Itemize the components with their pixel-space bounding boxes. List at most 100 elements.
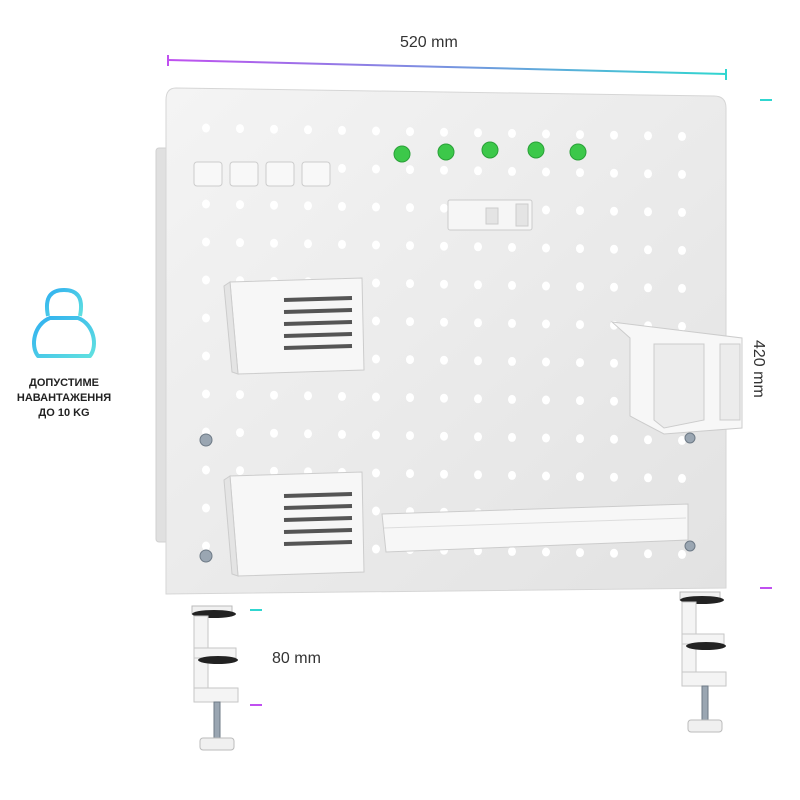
peg-hole — [644, 473, 652, 483]
peg-hole — [644, 131, 652, 141]
peg-hole — [202, 123, 210, 133]
peg-hole — [474, 128, 482, 138]
peg-hole — [202, 389, 210, 399]
peg-hole — [406, 317, 414, 327]
peg-hole — [270, 124, 278, 134]
cup-holder — [610, 321, 743, 435]
peg-hole — [576, 130, 584, 140]
load-capacity-line2: НАВАНТАЖЕННЯ — [16, 392, 112, 404]
peg-hole — [372, 240, 380, 250]
kettlebell-icon — [32, 288, 96, 358]
peg-hole — [406, 469, 414, 479]
peg-hole — [542, 205, 550, 215]
peg-hole — [576, 206, 584, 216]
peg-hole — [440, 241, 448, 251]
peg-hole — [474, 166, 482, 176]
load-capacity-line3: ДО 10 KG — [38, 407, 90, 419]
green-hooks — [393, 141, 587, 163]
peg-hole — [576, 472, 584, 482]
peg-hole — [372, 544, 380, 554]
peg-hole — [440, 469, 448, 479]
peg-hole — [678, 321, 686, 331]
peg-hole — [644, 549, 652, 559]
peg-hole — [576, 282, 584, 292]
peg-hole — [236, 428, 244, 438]
peg-hole — [542, 319, 550, 329]
left-clamp — [191, 605, 239, 751]
peg-hole — [372, 316, 380, 326]
peg-hole — [202, 199, 210, 209]
peg-hole — [406, 279, 414, 289]
peg-hole — [474, 242, 482, 252]
peg-hole — [440, 393, 448, 403]
peg-hole — [542, 547, 550, 557]
peg-hole — [338, 163, 346, 173]
depth-dimension-line — [250, 609, 262, 706]
peg-hole — [270, 200, 278, 210]
peg-hole — [372, 430, 380, 440]
load-capacity-line1: ДОПУСТИМЕ — [29, 377, 99, 389]
peg-hole — [236, 390, 244, 400]
peg-hole — [270, 390, 278, 400]
peg-hole — [610, 130, 618, 140]
peg-hole — [542, 167, 550, 177]
peg-hole — [406, 393, 414, 403]
peg-hole — [372, 164, 380, 174]
peg-hole — [508, 318, 516, 328]
peg-hole — [270, 238, 278, 248]
peg-hole — [610, 396, 618, 406]
peg-hole — [576, 320, 584, 330]
peg-hole — [576, 244, 584, 254]
peg-hole — [508, 432, 516, 442]
peg-hole — [576, 548, 584, 558]
peg-hole — [440, 355, 448, 365]
peg-hole — [474, 280, 482, 290]
peg-hole — [644, 435, 652, 445]
height-dimension-line — [760, 99, 772, 589]
peg-hole — [304, 239, 312, 249]
peg-hole — [542, 395, 550, 405]
peg-hole — [576, 434, 584, 444]
peg-hole — [304, 429, 312, 439]
peg-hole — [304, 201, 312, 211]
peg-hole — [678, 549, 686, 559]
peg-hole — [202, 237, 210, 247]
peg-hole — [406, 165, 414, 175]
peg-hole — [576, 358, 584, 368]
peg-hole — [644, 283, 652, 293]
peg-hole — [372, 354, 380, 364]
width-dimension-line — [167, 55, 727, 80]
peg-hole — [508, 242, 516, 252]
right-clamp — [679, 591, 727, 733]
peg-hole — [202, 275, 210, 285]
peg-hole — [610, 548, 618, 558]
peg-hole — [508, 280, 516, 290]
peg-hole — [678, 207, 686, 217]
peg-hole — [202, 351, 210, 361]
peg-hole — [440, 165, 448, 175]
clamp-depth-label: 80 mm — [272, 650, 321, 667]
peg-hole — [644, 207, 652, 217]
peg-hole — [644, 169, 652, 179]
peg-hole — [610, 168, 618, 178]
peg-hole — [644, 245, 652, 255]
peg-hole — [542, 281, 550, 291]
peg-hole — [440, 317, 448, 327]
peg-hole — [338, 201, 346, 211]
double-hook — [447, 199, 533, 231]
long-shelf — [381, 503, 689, 553]
peg-hole — [542, 433, 550, 443]
peg-hole — [474, 470, 482, 480]
peg-hole — [678, 131, 686, 141]
peg-hole — [678, 435, 686, 445]
peg-hole — [508, 470, 516, 480]
peg-hole — [610, 244, 618, 254]
peg-hole — [542, 129, 550, 139]
peg-hole — [236, 124, 244, 134]
small-clips-row — [193, 161, 331, 187]
peg-hole — [372, 506, 380, 516]
peg-hole — [236, 200, 244, 210]
peg-hole — [338, 125, 346, 135]
peg-hole — [338, 239, 346, 249]
peg-hole — [542, 357, 550, 367]
